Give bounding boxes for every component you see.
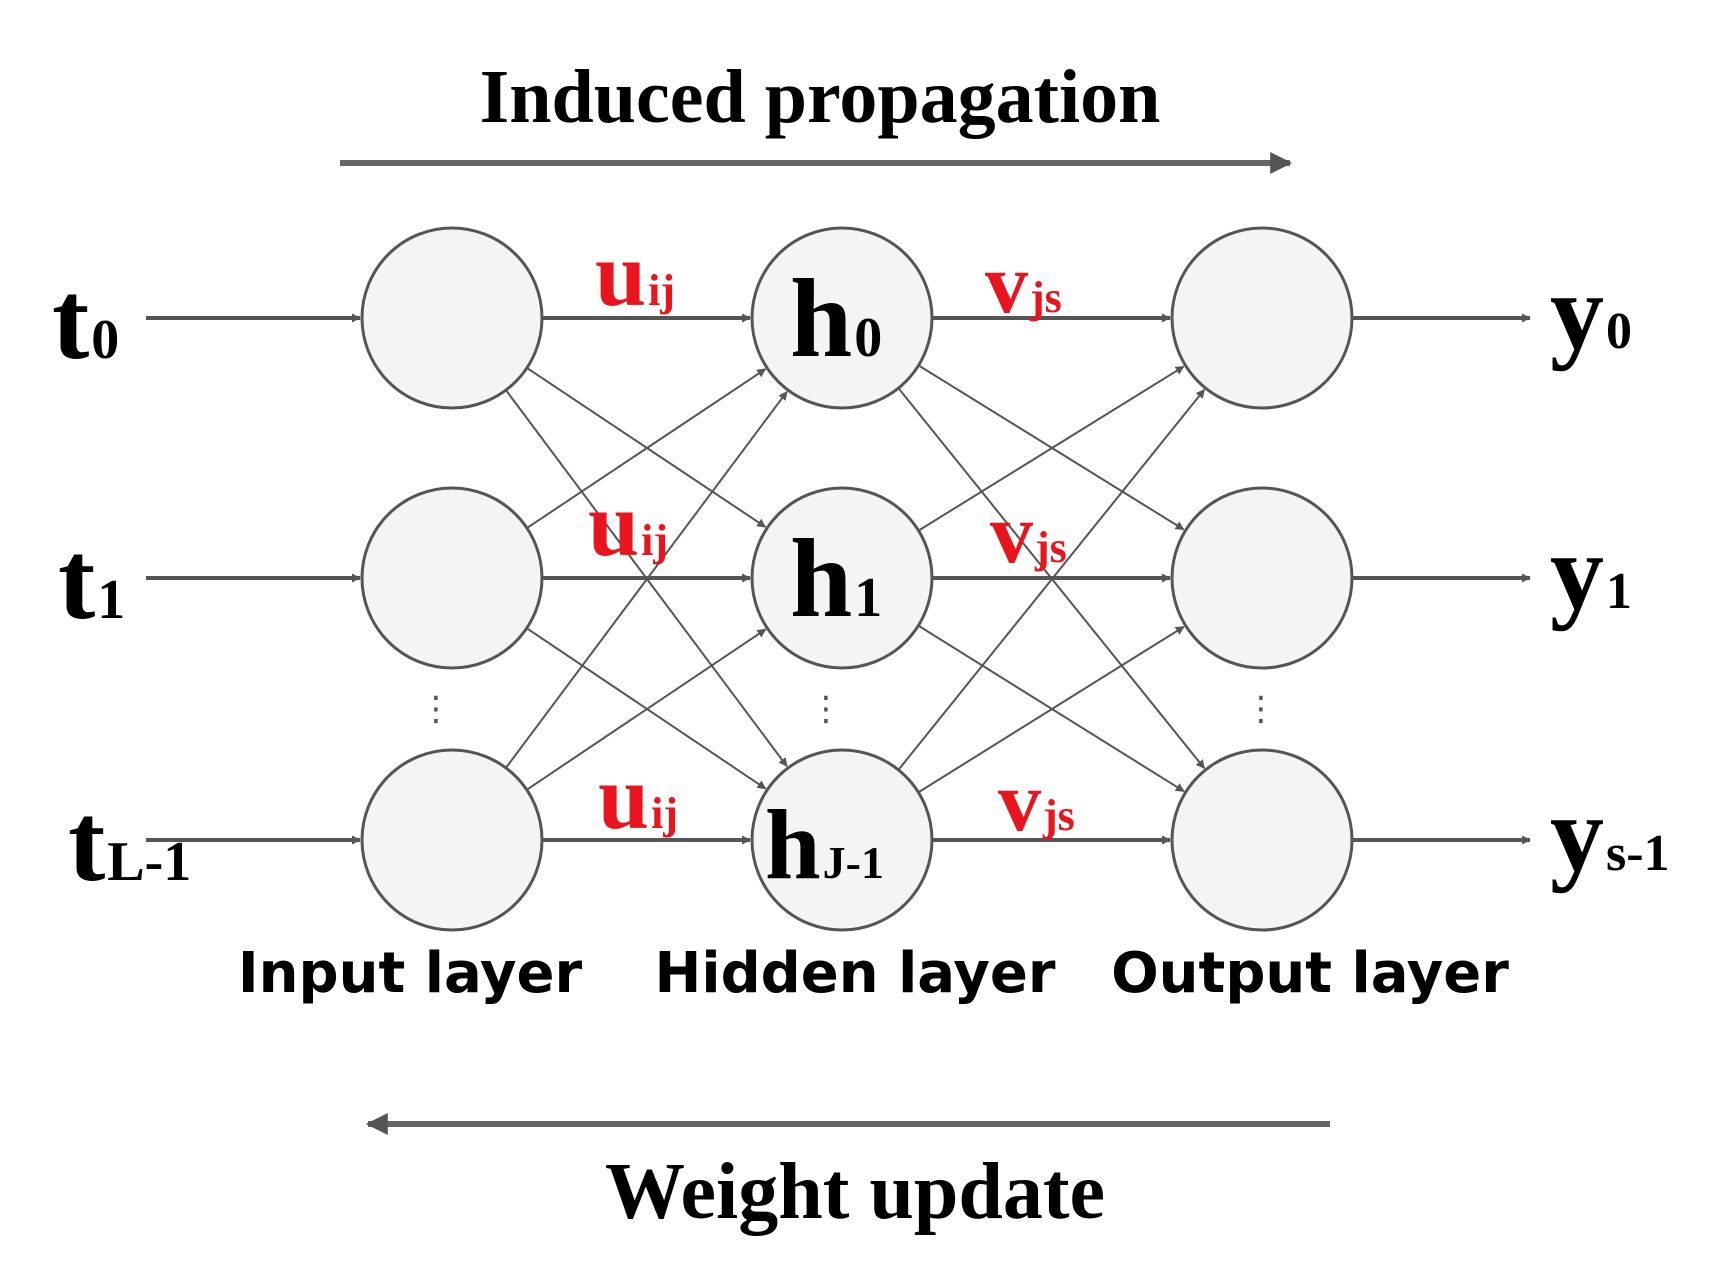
input-hidden-weight-label: uij (595, 223, 675, 325)
input-hidden-weight-label: uij (588, 473, 668, 575)
output-symbol-label: y1 (1550, 513, 1632, 632)
hidden-node-label: hJ-1 (765, 789, 884, 900)
hidden-output-weight-label: vjs (990, 485, 1067, 581)
input-symbol-label: t1 (58, 519, 125, 643)
hidden-node-label: h1 (790, 517, 882, 641)
node-ellipsis: ⋮ (1244, 689, 1278, 729)
weight-update-title: Weight update (605, 1148, 1105, 1236)
input-hidden-weight-label: uij (598, 746, 678, 848)
output-layer-label: Output layer (1111, 941, 1509, 1006)
input-layer-label: Input layer (238, 941, 583, 1006)
output-symbol-label: y0 (1550, 253, 1632, 372)
input-symbol-label: t0 (52, 259, 119, 383)
connection-edge (917, 365, 1185, 532)
hidden-output-weight-label: vjs (998, 753, 1075, 849)
output-symbol-label: ys-1 (1550, 775, 1670, 894)
hidden-output-weight-label: vjs (985, 235, 1062, 331)
connection-edge (505, 390, 788, 769)
output-node (1170, 226, 1354, 410)
output-node (1170, 486, 1354, 670)
hidden-node (750, 486, 934, 670)
connection-edge (917, 625, 1185, 794)
hidden-node-label: h0 (790, 257, 882, 381)
input-node (360, 748, 544, 932)
input-node (360, 226, 544, 410)
connection-edge (526, 628, 767, 791)
connection-edge (526, 368, 767, 529)
hidden-node (750, 748, 934, 932)
induced-propagation-title: Induced propagation (480, 55, 1161, 139)
input-node (360, 486, 544, 670)
nodes (360, 226, 1354, 932)
output-node (1170, 748, 1354, 932)
hidden-layer-label: Hidden layer (655, 941, 1056, 1006)
node-ellipsis: ⋮ (809, 689, 843, 729)
hidden-node (750, 226, 934, 410)
node-ellipsis: ⋮ (419, 689, 453, 729)
input-symbol-label: tL-1 (68, 781, 191, 905)
labels: ⋮ ⋮ ⋮ t0 t1 tL-1 y0 y1 ys-1 h0 h1 hJ-1 uij uij uij vjs v… (52, 223, 1670, 905)
connection-edge (897, 388, 1206, 771)
connections (146, 313, 1531, 845)
